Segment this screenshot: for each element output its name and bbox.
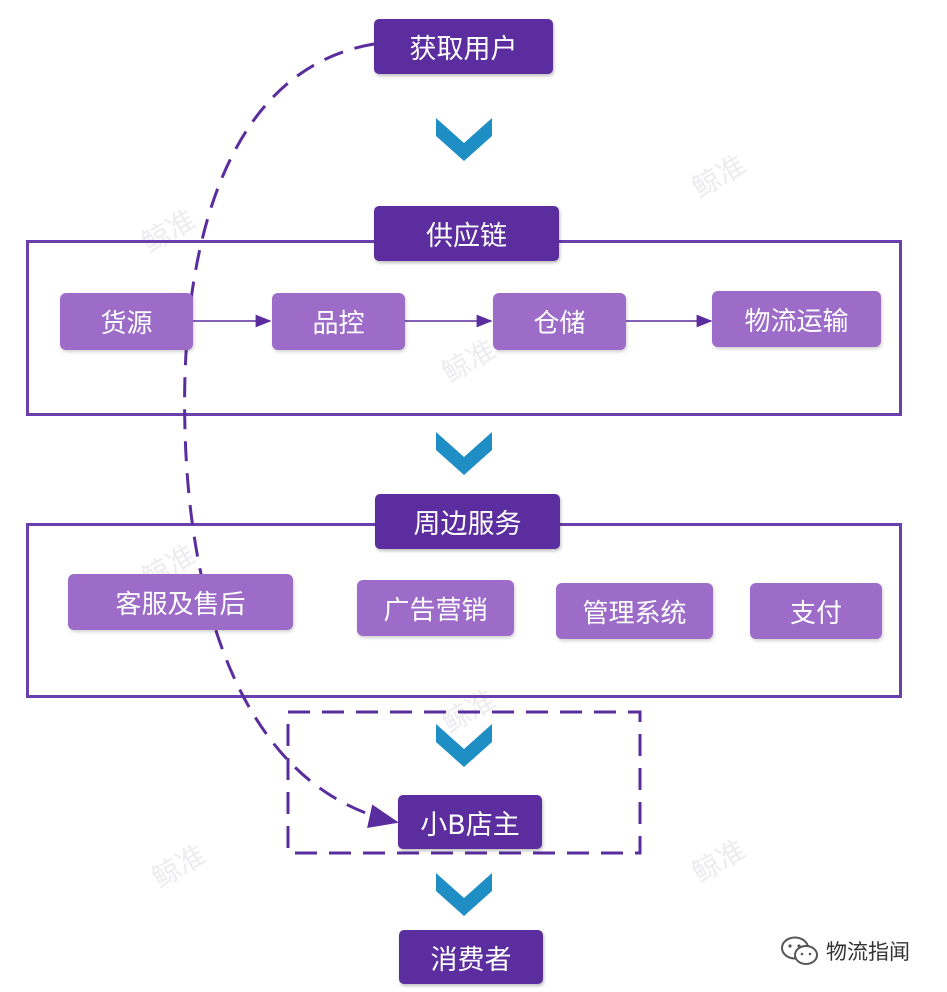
chevron-down-icon	[436, 432, 492, 475]
step-source: 货源	[60, 293, 193, 350]
chevron-down-icon	[436, 118, 492, 161]
acquire-users-box: 获取用户	[374, 19, 553, 74]
brand-mark: 物流指闻	[780, 935, 910, 967]
small-b-dashed-frame	[286, 710, 642, 855]
wechat-icon	[781, 936, 818, 965]
step-quality-control: 品控	[272, 293, 405, 350]
small-b-owner-box: 小B店主	[398, 795, 542, 849]
service-payment: 支付	[750, 583, 882, 639]
brand-name: 物流指闻	[826, 940, 910, 964]
chevron-down-icon	[436, 873, 492, 916]
step-storage: 仓储	[493, 293, 626, 350]
supply-chain-title: 供应链	[374, 206, 559, 261]
consumer-box: 消费者	[399, 930, 543, 984]
service-customer-support: 客服及售后	[68, 574, 293, 630]
service-management-system: 管理系统	[556, 583, 713, 639]
step-logistics: 物流运输	[712, 291, 881, 347]
service-advertising: 广告营销	[357, 580, 514, 636]
chevron-down-icon	[436, 724, 492, 767]
dashed-curve-arrow	[183, 42, 399, 828]
peripheral-services-title: 周边服务	[375, 494, 560, 549]
